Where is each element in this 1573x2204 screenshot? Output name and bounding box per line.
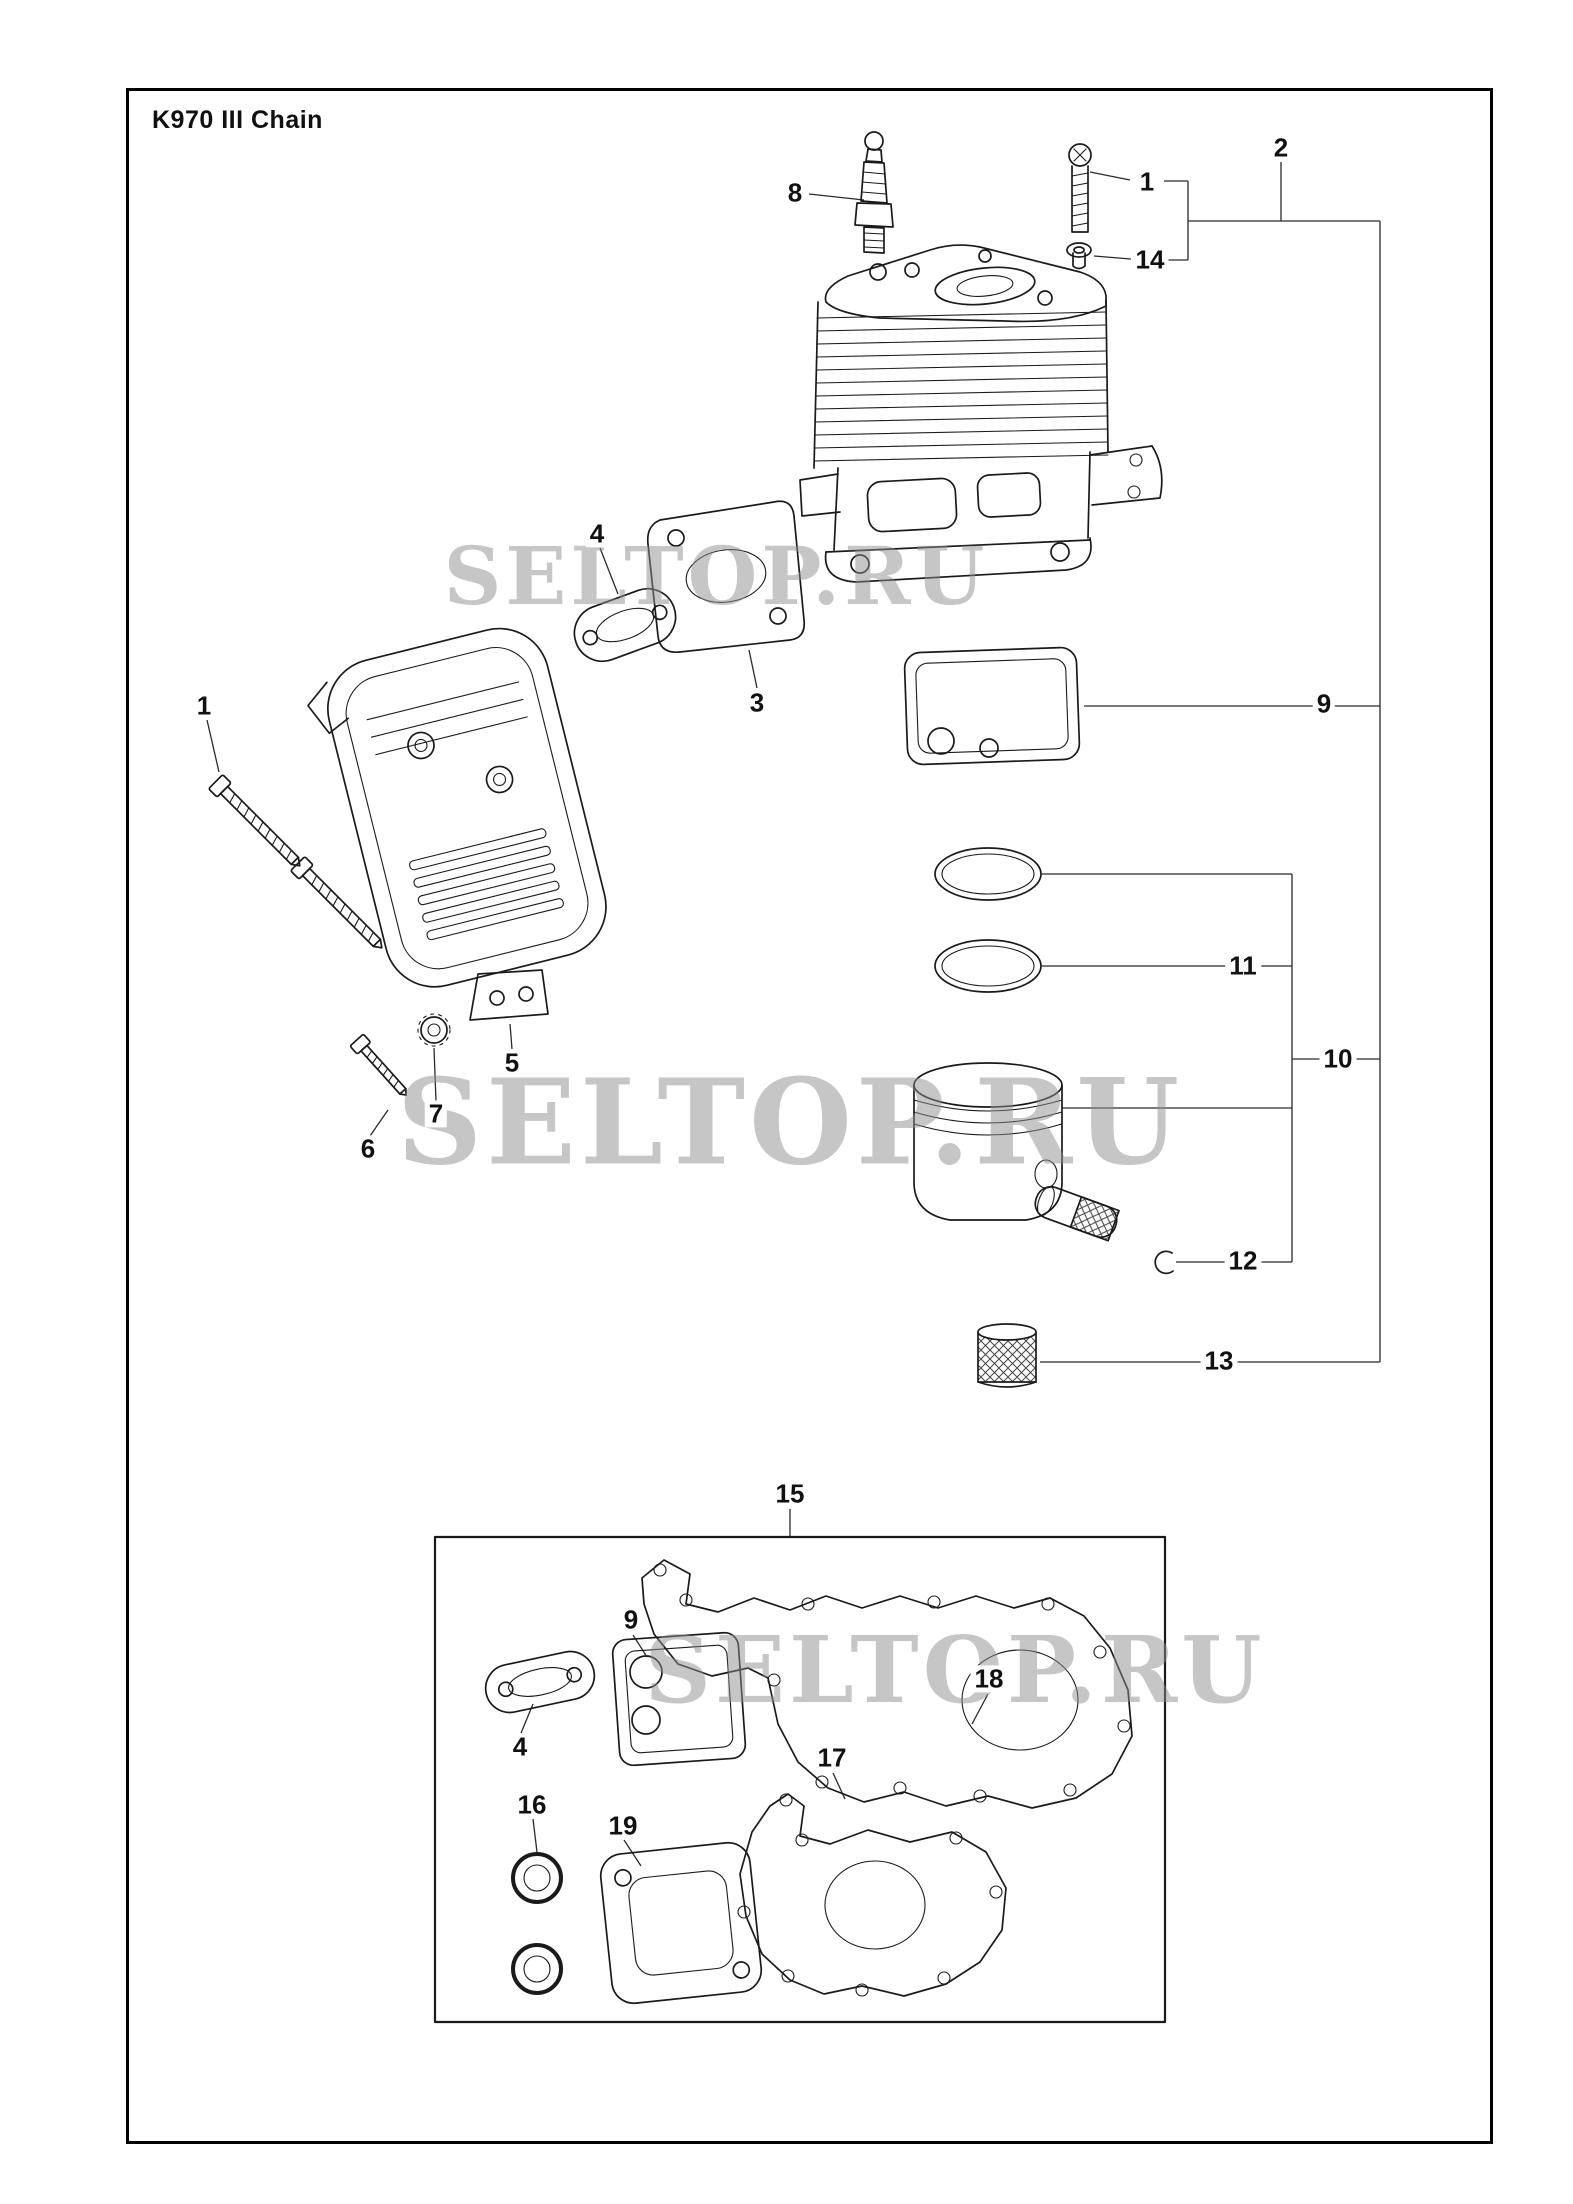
leader-lines: [206, 162, 1381, 1867]
cylinder-drawing: [799, 244, 1163, 583]
callout-6: 6: [356, 1135, 380, 1163]
callout-5: 5: [500, 1049, 524, 1077]
callout-3: 3: [745, 689, 769, 717]
page-border: [126, 88, 1493, 2144]
callout-13: 13: [1200, 1347, 1238, 1375]
callout-9-box: 9: [619, 1606, 643, 1634]
watermark: SELTOP.RU: [644, 1616, 1266, 1724]
kit-gasket-19-drawing: [599, 1841, 763, 2005]
callout-1-left: 1: [192, 692, 216, 720]
watermark: SELTOP.RU: [443, 529, 989, 623]
callout-15: 15: [771, 1480, 809, 1508]
needle-bearing-drawing: [977, 1323, 1037, 1388]
callout-9: 9: [1312, 690, 1336, 718]
spark-plug-drawing: [854, 131, 894, 254]
muffler-gasket-drawing: [573, 587, 677, 663]
kit-gasket-17-drawing: [737, 1793, 1007, 1997]
callout-8: 8: [783, 179, 807, 207]
gasket-kit-box: [433, 1535, 1167, 2024]
muffler-drawing: [307, 627, 607, 1021]
callout-10: 10: [1319, 1045, 1357, 1073]
piston-rings-drawing: [934, 847, 1042, 993]
callout-1-top: 1: [1135, 168, 1159, 196]
callout-7: 7: [424, 1100, 448, 1128]
washer-drawing: [1066, 242, 1092, 270]
callout-4-box: 4: [508, 1733, 532, 1761]
kit-muffler-gasket-drawing: [484, 1650, 596, 1714]
muffler-screws-drawing: [208, 774, 383, 949]
wrist-pin-drawing: [1034, 1185, 1174, 1275]
kit-cylinder-gasket-drawing: [611, 1631, 747, 1767]
page-title: K970 III Chain: [152, 106, 323, 134]
callout-16: 16: [513, 1791, 551, 1819]
bracket-screw-drawing: [349, 1034, 408, 1096]
callout-11: 11: [1225, 952, 1261, 980]
watermark: SELTOP.RU: [396, 1052, 1184, 1192]
callout-17: 17: [813, 1744, 851, 1772]
piston-drawing: [913, 1062, 1063, 1221]
callout-12: 12: [1224, 1247, 1262, 1275]
cylinder-gasket-drawing: [903, 646, 1081, 766]
cylinder-screw-drawing: [1068, 143, 1092, 233]
manifold-drawing: [646, 500, 806, 654]
kit-seals-drawing: [511, 1852, 563, 1995]
muffler-bracket-drawing: [469, 969, 549, 1021]
kit-gasket-18-drawing: [641, 1559, 1133, 1809]
callout-14: 14: [1131, 246, 1169, 274]
callout-19: 19: [604, 1812, 642, 1840]
nut-drawing: [417, 1013, 451, 1047]
callout-4: 4: [585, 520, 609, 548]
callout-2: 2: [1269, 134, 1293, 162]
callout-18: 18: [970, 1665, 1008, 1693]
